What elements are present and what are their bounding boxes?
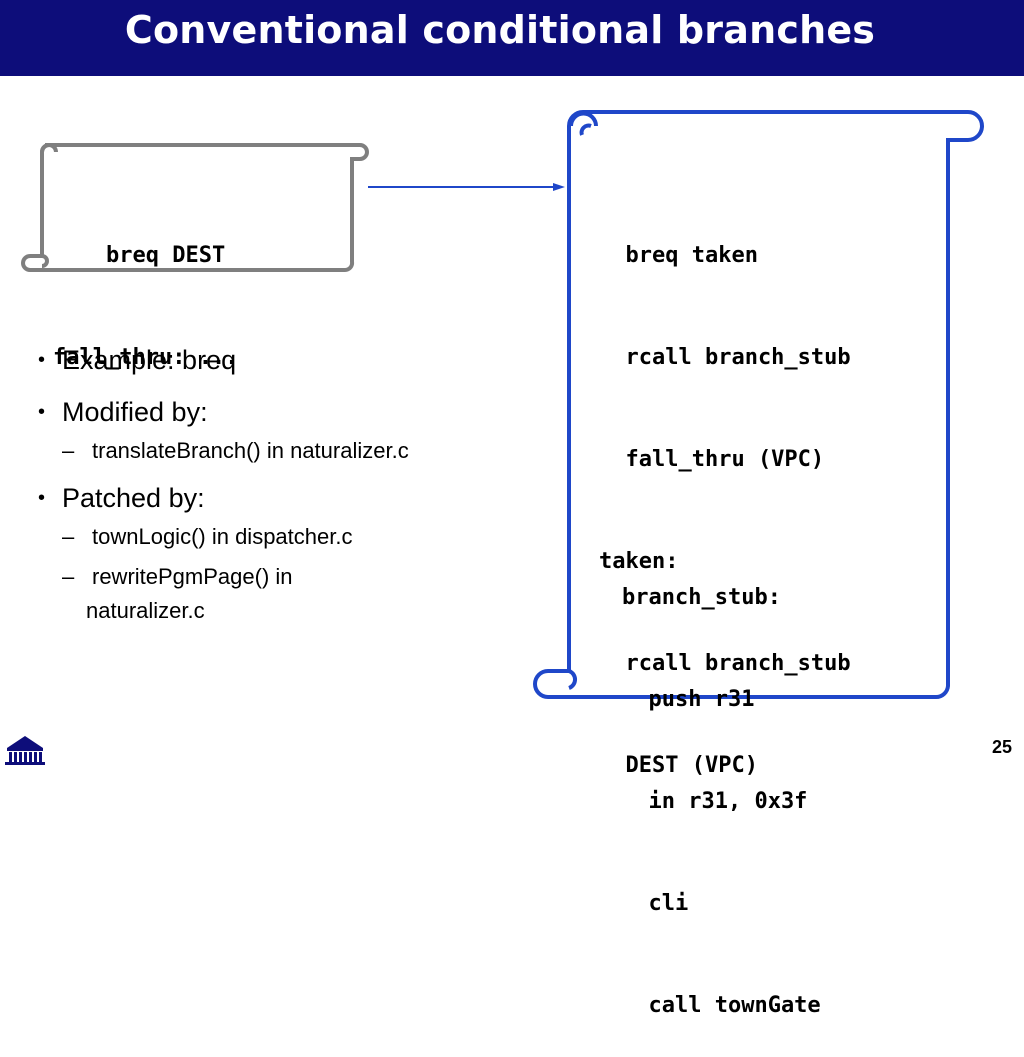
code-line: breq taken (599, 243, 758, 268)
code-line: push r31 (622, 687, 755, 712)
slide-title: Conventional conditional branches (124, 8, 876, 52)
bullet-item: • Patched by: (38, 476, 538, 520)
code-line: cli (622, 891, 689, 916)
dash-glyph: – (62, 438, 75, 463)
bullet-glyph: • (38, 401, 46, 423)
slide-graphics (21, 110, 984, 700)
university-logo-icon (5, 736, 45, 765)
right-scroll-code-bottom: branch_stub: push r31 in r31, 0x3f cli c… (622, 513, 821, 1057)
code-line: in r31, 0x3f (622, 789, 808, 814)
bullet-text: Example: breq (62, 345, 237, 375)
dash-glyph: – (62, 524, 75, 549)
code-line: fall_thru: ... (53, 345, 239, 370)
code-line: breq DEST (53, 243, 226, 268)
bullet-item: • Modified by: (38, 390, 538, 434)
code-line: rcall branch_stub (599, 651, 851, 676)
page-number: 25 (991, 737, 1012, 757)
right-scroll-code-top: breq taken rcall branch_stub fall_thru (… (599, 171, 851, 817)
code-line: call townGate (622, 993, 821, 1018)
bullet-item: • Example: breq (38, 338, 538, 382)
left-scroll-code: breq DEST fall_thru: ... (53, 171, 238, 409)
sub-bullet-text: translateBranch() in naturalizer.c (92, 438, 409, 463)
bullet-text: Modified by: (62, 397, 208, 427)
code-line: branch_stub: (622, 585, 781, 610)
right-scroll-shape (533, 110, 984, 700)
dash-glyph: – (62, 564, 75, 589)
code-line: fall_thru (VPC) (599, 447, 825, 472)
left-scroll-shape (21, 143, 369, 273)
bullet-glyph: • (38, 487, 46, 509)
bullet-glyph: • (38, 349, 46, 371)
sub-bullet-item: – rewritePgmPage() in (38, 560, 538, 594)
arrow-connector (368, 183, 565, 191)
sub-bullet-item: – translateBranch() in naturalizer.c (38, 434, 538, 468)
code-line: taken: (599, 549, 679, 574)
bullet-text: Patched by: (62, 483, 205, 513)
title-bar: Conventional conditional branches (0, 0, 1024, 76)
sub-bullet-item: – townLogic() in dispatcher.c (38, 520, 538, 554)
sub-bullet-continuation: naturalizer.c (38, 594, 538, 628)
sub-bullet-text: townLogic() in dispatcher.c (92, 524, 353, 549)
bullet-list: • Example: breq • Modified by: – transla… (38, 338, 538, 628)
sub-bullet-text: rewritePgmPage() in (92, 564, 293, 589)
code-line: rcall branch_stub (599, 345, 851, 370)
sub-bullet-text: naturalizer.c (86, 598, 205, 623)
